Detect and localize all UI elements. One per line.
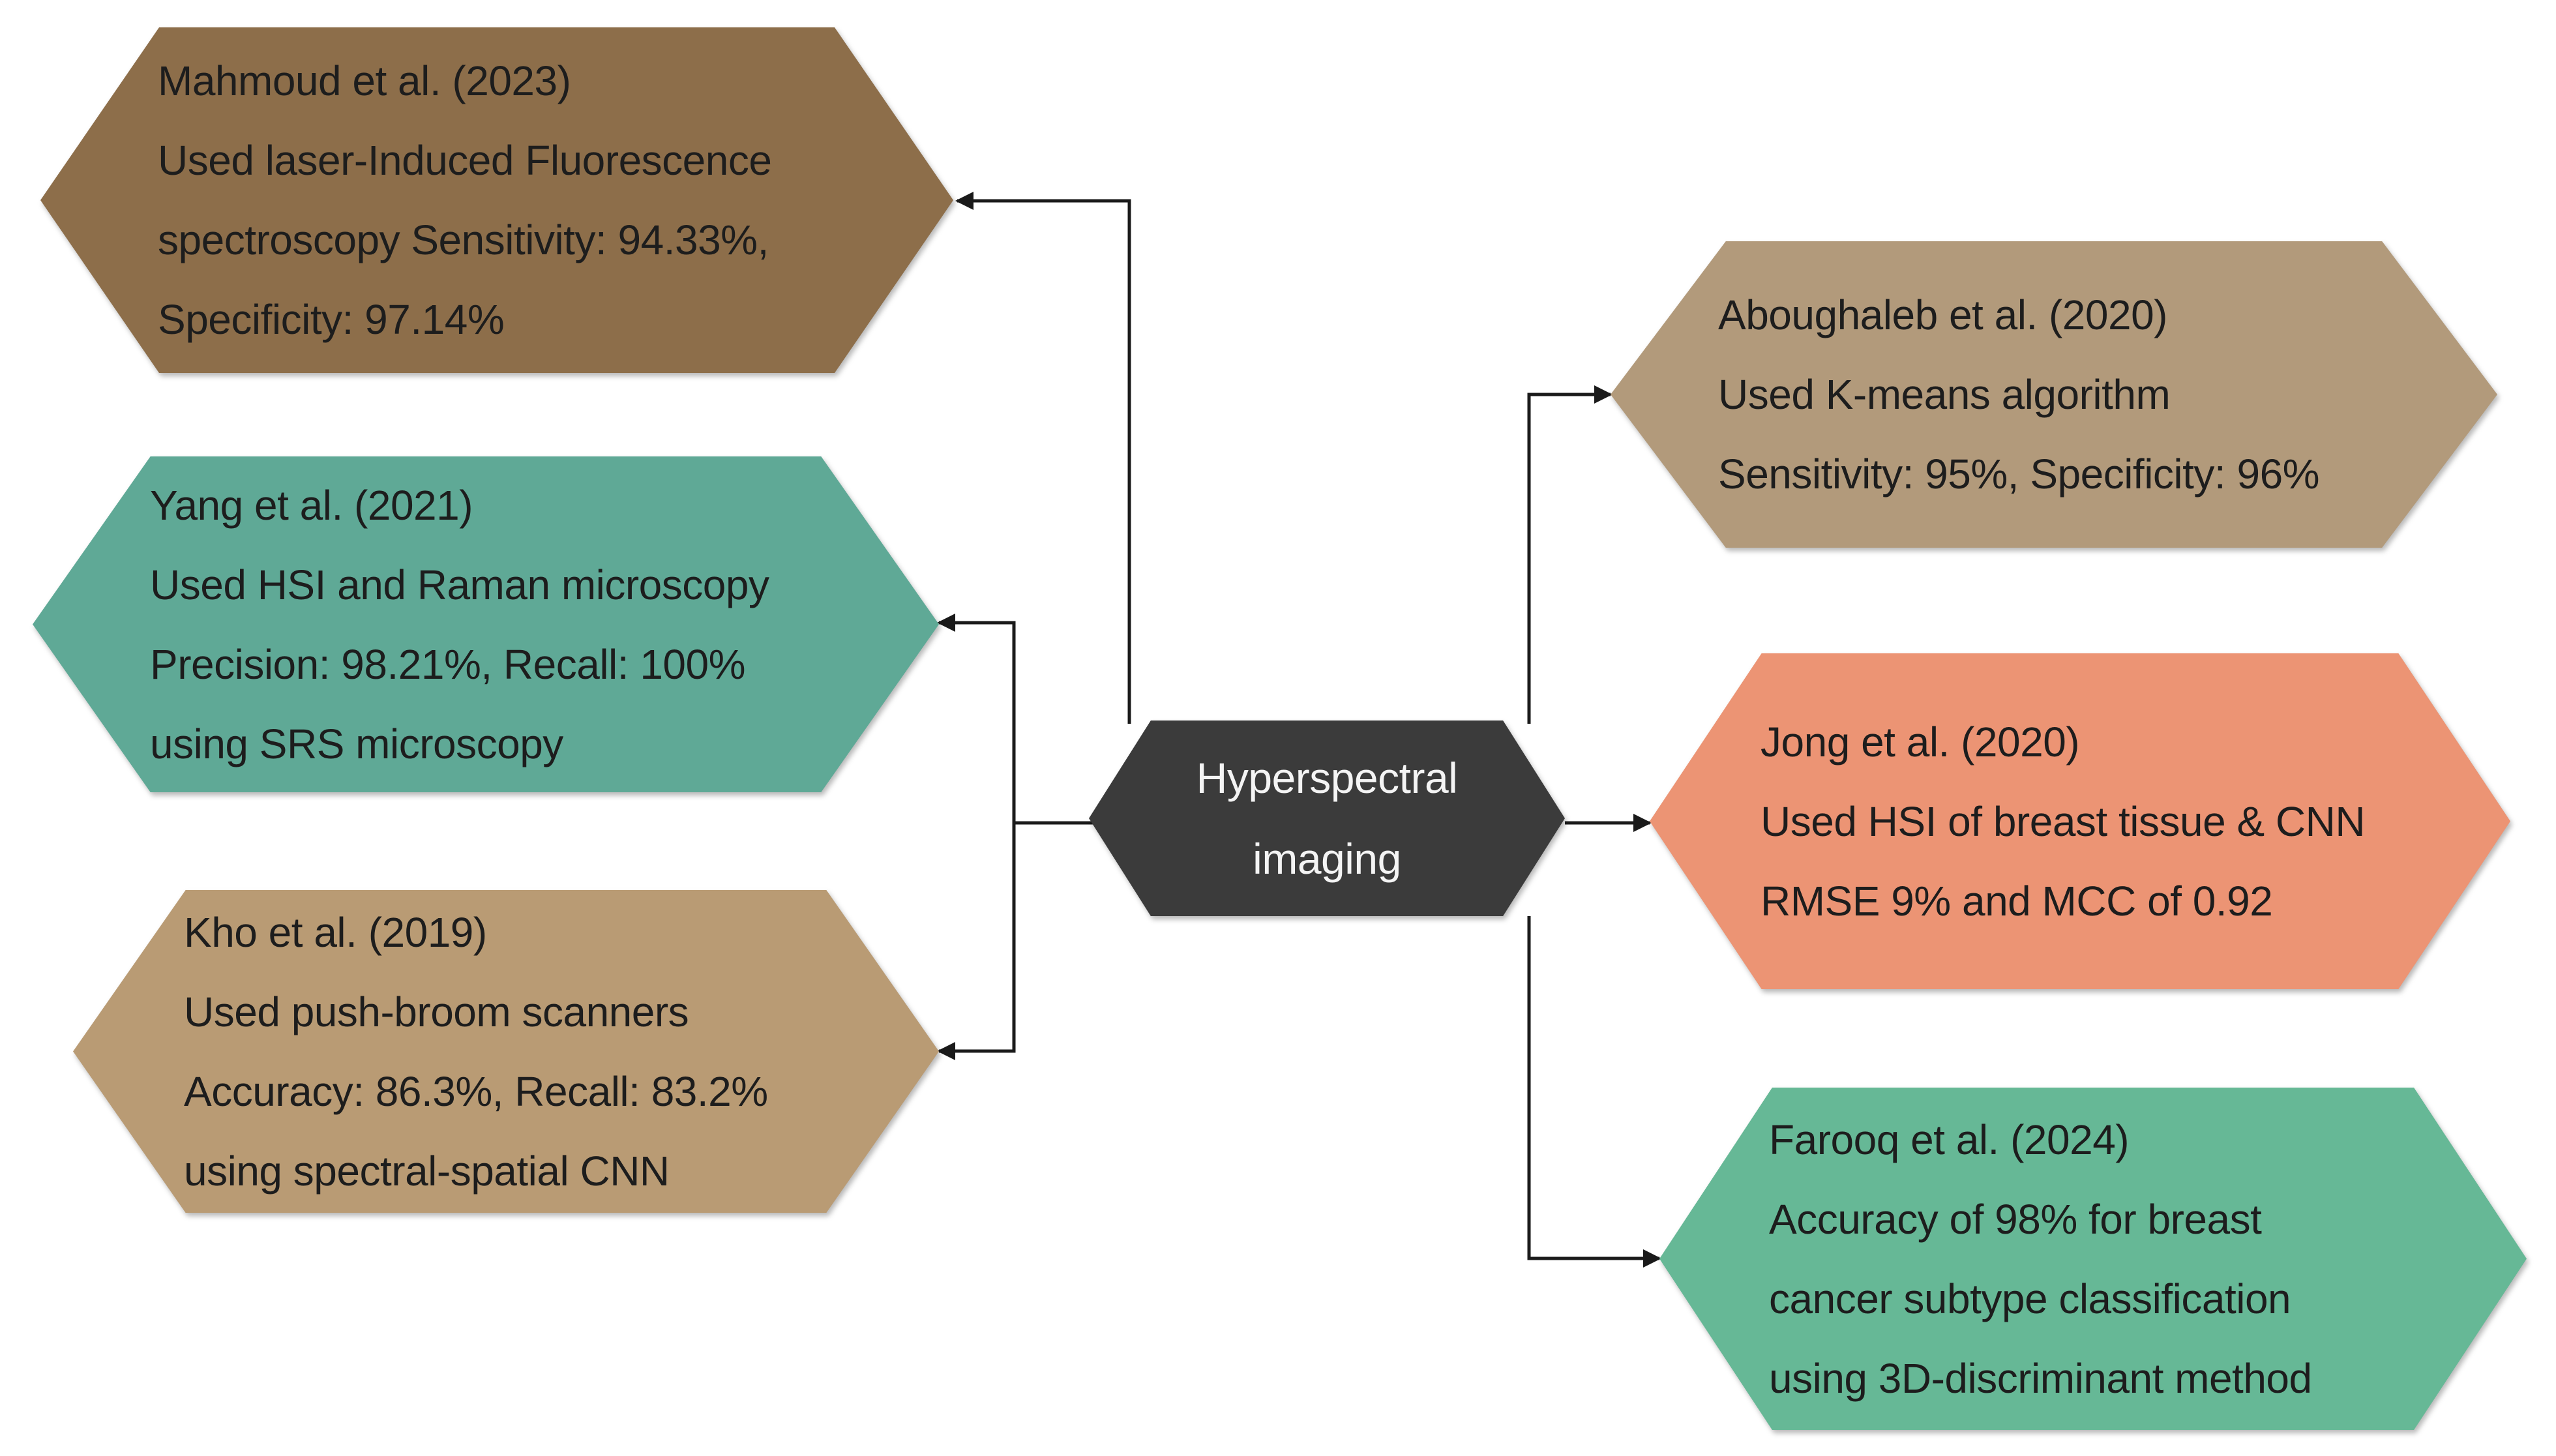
study-detail: Used HSI and Raman microscopy <box>150 561 769 608</box>
study-author: Jong et al. (2020) <box>1761 718 2080 765</box>
study-node-mahmoud: Mahmoud et al. (2023) Used laser-Induced… <box>40 27 953 373</box>
center-node-label: Hyperspectral imaging <box>1089 737 1565 899</box>
connector-to-farooq <box>1527 916 1659 1260</box>
study-detail: Used laser-Induced Fluorescence <box>158 137 772 184</box>
connector-to-yang <box>939 621 1099 825</box>
study-node-text: Aboughaleb et al. (2020) Used K-means al… <box>1718 275 2320 514</box>
study-node-text: Mahmoud et al. (2023) Used laser-Induced… <box>158 41 772 359</box>
study-node-shape <box>1659 1088 2527 1430</box>
study-node-shape <box>1650 653 2510 989</box>
study-node-shape <box>40 27 953 373</box>
study-detail: Used push-broom scanners <box>184 988 689 1035</box>
study-author: Kho et al. (2019) <box>184 908 487 956</box>
study-node-text: Farooq et al. (2024) Accuracy of 98% for… <box>1769 1100 2312 1418</box>
study-node-yang: Yang et al. (2021) Used HSI and Raman mi… <box>33 456 939 792</box>
study-detail: using SRS microscopy <box>150 720 563 767</box>
study-node-farooq: Farooq et al. (2024) Accuracy of 98% for… <box>1659 1088 2527 1430</box>
connector-to-kho <box>939 823 1016 1053</box>
study-author: Yang et al. (2021) <box>150 481 473 529</box>
arrowhead <box>1594 385 1612 404</box>
arrowhead <box>1643 1249 1661 1268</box>
arrowhead <box>937 614 955 632</box>
study-node-shape <box>1611 241 2497 548</box>
study-detail: Specificity: 97.14% <box>158 296 505 343</box>
connector-to-aboughaleb <box>1527 393 1611 724</box>
study-detail: spectroscopy Sensitivity: 94.33%, <box>158 216 769 263</box>
arrowhead <box>955 192 973 210</box>
study-detail: Used K-means algorithm <box>1718 371 2171 418</box>
study-node-text: Kho et al. (2019) Used push-broom scanne… <box>184 893 768 1211</box>
study-detail: cancer subtype classification <box>1769 1275 2291 1322</box>
connector-to-mahmoud <box>957 199 1131 724</box>
study-author: Mahmoud et al. (2023) <box>158 57 571 104</box>
study-detail: Used HSI of breast tissue & CNN <box>1761 797 2366 845</box>
center-title-line: Hyperspectral <box>1196 754 1458 802</box>
study-node-text: Jong et al. (2020) Used HSI of breast ti… <box>1761 702 2366 941</box>
study-node-aboughaleb: Aboughaleb et al. (2020) Used K-means al… <box>1611 241 2497 548</box>
center-node-shape <box>1089 721 1565 916</box>
arrowhead <box>1633 814 1652 832</box>
study-author: Farooq et al. (2024) <box>1769 1116 2130 1163</box>
study-detail: using 3D-discriminant method <box>1769 1354 2312 1402</box>
study-detail: Sensitivity: 95%, Specificity: 96% <box>1718 451 2320 498</box>
study-author: Aboughaleb et al. (2020) <box>1718 291 2167 338</box>
arrowhead <box>937 1042 955 1060</box>
study-node-kho: Kho et al. (2019) Used push-broom scanne… <box>73 890 939 1213</box>
study-detail: RMSE 9% and MCC of 0.92 <box>1761 877 2273 925</box>
center-node: Hyperspectral imaging <box>1089 721 1565 916</box>
study-detail: Precision: 98.21%, Recall: 100% <box>150 640 746 688</box>
study-node-shape <box>73 890 939 1213</box>
center-title-line: imaging <box>1253 835 1401 883</box>
study-node-text: Yang et al. (2021) Used HSI and Raman mi… <box>150 466 769 784</box>
study-node-shape <box>33 456 939 792</box>
study-detail: using spectral-spatial CNN <box>184 1147 670 1195</box>
study-detail: Accuracy of 98% for breast <box>1769 1195 2262 1243</box>
study-detail: Accuracy: 86.3%, Recall: 83.2% <box>184 1067 768 1115</box>
study-node-jong: Jong et al. (2020) Used HSI of breast ti… <box>1650 653 2510 989</box>
